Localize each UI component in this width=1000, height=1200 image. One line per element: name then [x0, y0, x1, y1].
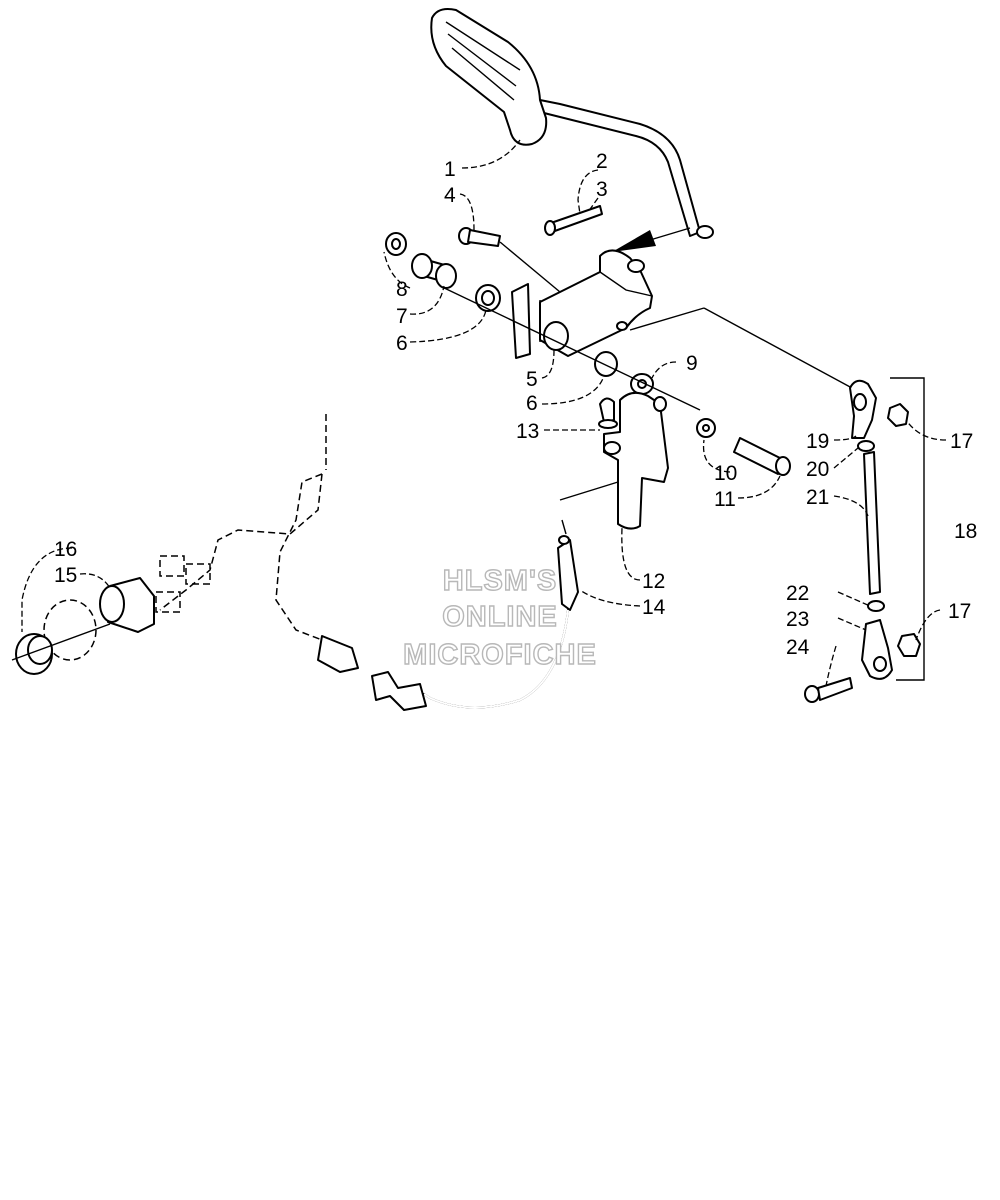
wire-harness — [317, 609, 569, 711]
watermark: HLSM'S ONLINE MICROFICHE — [402, 564, 597, 671]
link-line-a — [629, 307, 705, 331]
assembly-bracket-18 — [890, 377, 925, 681]
leader-lines — [21, 139, 947, 687]
callout-labels: 1 2 3 4 5 6 6 7 8 9 10 11 12 13 14 15 16… — [54, 150, 977, 659]
rod-end-19 — [849, 379, 877, 439]
dashed-harness — [155, 414, 327, 641]
watermark-line-2: ONLINE — [442, 601, 558, 633]
rod-end-23 — [861, 619, 893, 680]
callout-12: 12 — [642, 570, 665, 593]
callout-23: 23 — [786, 608, 809, 631]
nut-17a — [887, 403, 909, 427]
indicator-light-15 — [99, 577, 155, 633]
nut-22 — [867, 600, 885, 612]
washer-8 — [385, 232, 407, 256]
bezel-16 — [11, 599, 111, 675]
switch-14 — [557, 481, 619, 611]
callout-11: 11 — [714, 488, 736, 511]
direction-arrow — [612, 227, 691, 252]
callout-18: 18 — [954, 520, 977, 543]
rod-21 — [863, 451, 881, 595]
watermark-line-3: MICROFICHE — [403, 639, 597, 671]
callout-14: 14 — [642, 596, 666, 619]
callout-13: 13 — [516, 420, 539, 443]
callout-9: 9 — [686, 352, 698, 375]
washer-9 — [630, 373, 654, 395]
shift-bracket — [511, 249, 653, 359]
bushing-6a — [475, 284, 501, 312]
callout-21: 21 — [806, 486, 829, 509]
callout-8: 8 — [396, 278, 408, 301]
star-washer-10 — [696, 418, 716, 438]
bolt-2 — [544, 205, 603, 236]
bolt-4 — [458, 227, 561, 293]
pin-11 — [733, 437, 791, 476]
callout-24: 24 — [786, 636, 810, 659]
bushing-6b — [594, 351, 618, 377]
lever-plate-12 — [603, 391, 669, 530]
callout-19: 19 — [806, 430, 829, 453]
callout-16: 16 — [54, 538, 77, 561]
nut-17b — [897, 633, 921, 657]
watermark-line-1: HLSM'S — [443, 565, 557, 597]
callout-22: 22 — [786, 582, 809, 605]
callout-2: 2 — [596, 150, 608, 173]
assembly-axis — [439, 285, 701, 411]
callout-15: 15 — [54, 564, 77, 587]
callout-7: 7 — [396, 305, 408, 328]
callout-17-upper: 17 — [950, 430, 973, 453]
bushing-7 — [411, 253, 457, 289]
callout-6-upper: 6 — [396, 332, 408, 355]
callout-10: 10 — [714, 462, 737, 485]
callout-5: 5 — [526, 368, 538, 391]
shift-lever — [430, 8, 714, 239]
callout-1: 1 — [444, 158, 456, 181]
nut-20 — [857, 440, 875, 452]
callout-4: 4 — [444, 184, 456, 207]
link-line-b — [703, 307, 853, 389]
bolt-24 — [804, 677, 853, 703]
bulb-13 — [598, 397, 618, 429]
callout-6-lower: 6 — [526, 392, 538, 415]
callout-20: 20 — [806, 458, 829, 481]
callout-3: 3 — [596, 178, 608, 201]
callout-17-lower: 17 — [948, 600, 971, 623]
